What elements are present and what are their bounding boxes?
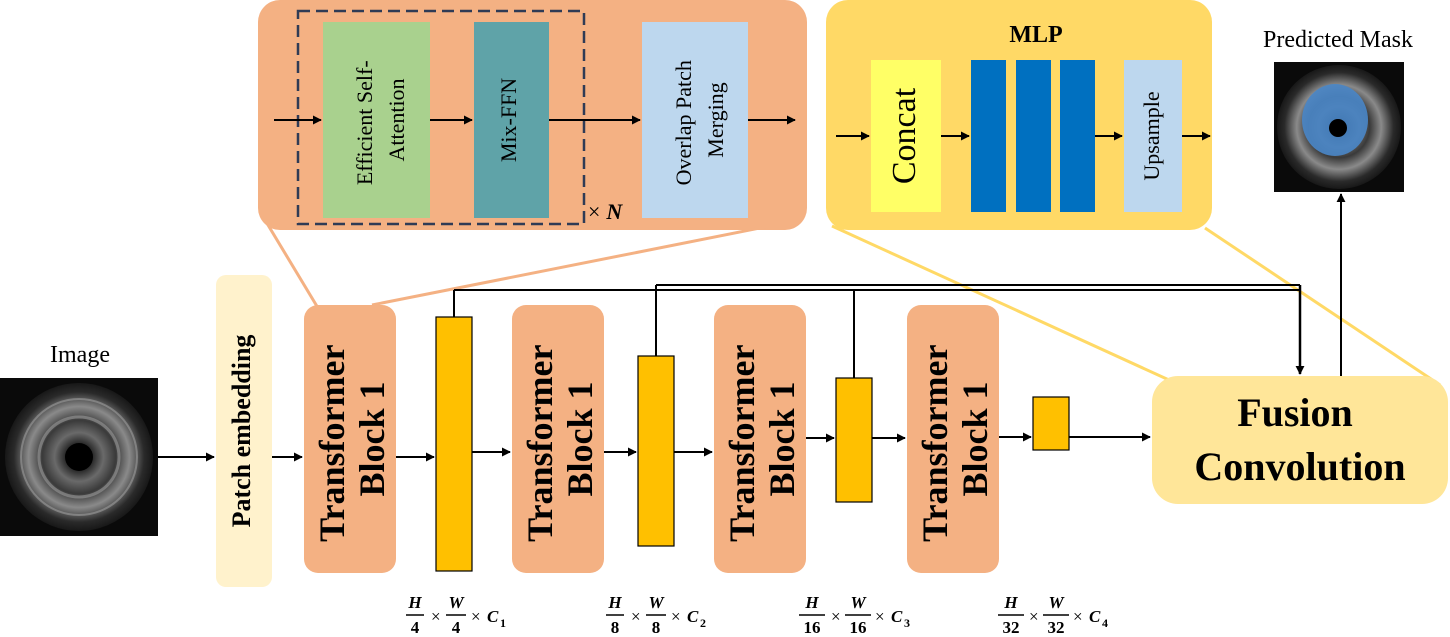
svg-text:C: C — [891, 607, 903, 626]
transformer-block-4-line1: Transformer — [915, 345, 955, 542]
transformer-block-2: Transformer Block 1 — [512, 305, 604, 573]
svg-text:16: 16 — [804, 618, 821, 637]
transformer-block-4-line2: Block 1 — [955, 381, 995, 496]
mlp-zoom-line-right — [1204, 226, 1441, 387]
transformer-block-3-line2: Block 1 — [762, 381, 802, 496]
transformer-block-2-line1: Transformer — [520, 345, 560, 542]
svg-text:×: × — [1073, 607, 1083, 626]
svg-text:H: H — [607, 593, 622, 612]
svg-text:8: 8 — [611, 618, 620, 637]
svg-text:4: 4 — [1102, 616, 1108, 630]
svg-text:C: C — [487, 607, 499, 626]
svg-text:×: × — [875, 607, 885, 626]
transformer-block-1: Transformer Block 1 — [304, 305, 396, 573]
concat-label: Concat — [886, 87, 923, 184]
svg-text:4: 4 — [411, 618, 420, 637]
svg-text:W: W — [648, 593, 665, 612]
svg-text:3: 3 — [904, 616, 910, 630]
concat-box — [871, 60, 941, 212]
svg-text:×: × — [431, 607, 441, 626]
mlp-title: MLP — [1009, 22, 1062, 48]
svg-text:C: C — [687, 607, 699, 626]
efficient-self-attention-box — [323, 22, 430, 218]
patch-embedding-label: Patch embedding — [227, 335, 256, 528]
upsample-box — [1124, 60, 1182, 212]
repeat-dashed-box — [296, 9, 586, 226]
feature-map-4 — [1032, 396, 1070, 451]
svg-text:×: × — [1029, 607, 1039, 626]
svg-text:Transformer Block 1: Transformer Block 1 — [312, 336, 392, 542]
feature-map-2 — [637, 355, 675, 547]
transformer-block-4: Transformer Block 1 — [907, 305, 999, 573]
upsample-label: Upsample — [1139, 91, 1164, 180]
svg-text:×: × — [471, 607, 481, 626]
mix-ffn-label: Mix-FFN — [496, 78, 521, 162]
svg-text:4: 4 — [452, 618, 461, 637]
transformer-block-3: Transformer Block 1 — [714, 305, 806, 573]
svg-text:16: 16 — [850, 618, 867, 637]
detail-zoom-line-left — [263, 219, 320, 309]
svg-text:×: × — [671, 607, 681, 626]
svg-text:Transformer Block 1: Transformer Block 1 — [915, 336, 995, 542]
svg-text:×: × — [831, 607, 841, 626]
feature-size-label-4: H 32 × W 32 × C 4 — [998, 593, 1108, 637]
svg-text:W: W — [448, 593, 465, 612]
svg-text:2: 2 — [700, 616, 706, 630]
svg-text:1: 1 — [500, 616, 506, 630]
svg-text:32: 32 — [1003, 618, 1020, 637]
repeat-n-label: ×N — [588, 199, 623, 224]
image-label: Image — [50, 342, 110, 368]
predicted-mask-image — [1274, 62, 1404, 192]
fusion-convolution-label: Fusion Convolution — [1194, 390, 1405, 489]
mlp-bar-3 — [1060, 60, 1095, 212]
patch-embedding-box — [216, 275, 272, 587]
overlap-patch-merging-box — [642, 22, 748, 218]
transformer-block-2-line2: Block 1 — [560, 381, 600, 496]
svg-text:×: × — [631, 607, 641, 626]
feature-size-label-3: H 16 × W 16 × C 3 — [799, 593, 910, 637]
svg-text:H: H — [1003, 593, 1018, 612]
svg-text:C: C — [1089, 607, 1101, 626]
svg-text:W: W — [850, 593, 867, 612]
transformer-block-1-line2: Block 1 — [352, 381, 392, 496]
feature-size-label-2: H 8 × W 8 × C 2 — [606, 593, 706, 637]
svg-text:Transformer Block 1: Transformer Block 1 — [722, 336, 802, 542]
input-ultrasound-image — [0, 378, 158, 536]
svg-text:32: 32 — [1048, 618, 1065, 637]
svg-text:H: H — [407, 593, 422, 612]
transformer-block-1-line1: Transformer — [312, 345, 352, 542]
svg-text:Transformer Block 1: Transformer Block 1 — [520, 336, 600, 542]
feature-map-3 — [835, 377, 873, 503]
mlp-bar-2 — [1016, 60, 1051, 212]
svg-text:8: 8 — [652, 618, 661, 637]
feature-size-label-1: H 4 × W 4 × C 1 — [406, 593, 506, 637]
mix-ffn-box — [474, 22, 549, 218]
skip-connections — [453, 284, 1300, 378]
feature-map-1 — [435, 316, 473, 572]
predicted-mask-label: Predicted Mask — [1263, 27, 1413, 53]
svg-text:H: H — [804, 593, 819, 612]
mlp-bar-1 — [971, 60, 1006, 212]
transformer-block-3-line1: Transformer — [722, 345, 762, 542]
fusion-convolution-box — [1152, 376, 1448, 504]
efficient-self-attention-label: Efficient Self- Attention — [352, 55, 409, 185]
overlap-patch-merging-label: Overlap Patch Merging — [671, 55, 728, 186]
detail-zoom-line-right — [371, 224, 771, 307]
svg-text:W: W — [1048, 593, 1065, 612]
mlp-zoom-line-left — [831, 224, 1181, 387]
